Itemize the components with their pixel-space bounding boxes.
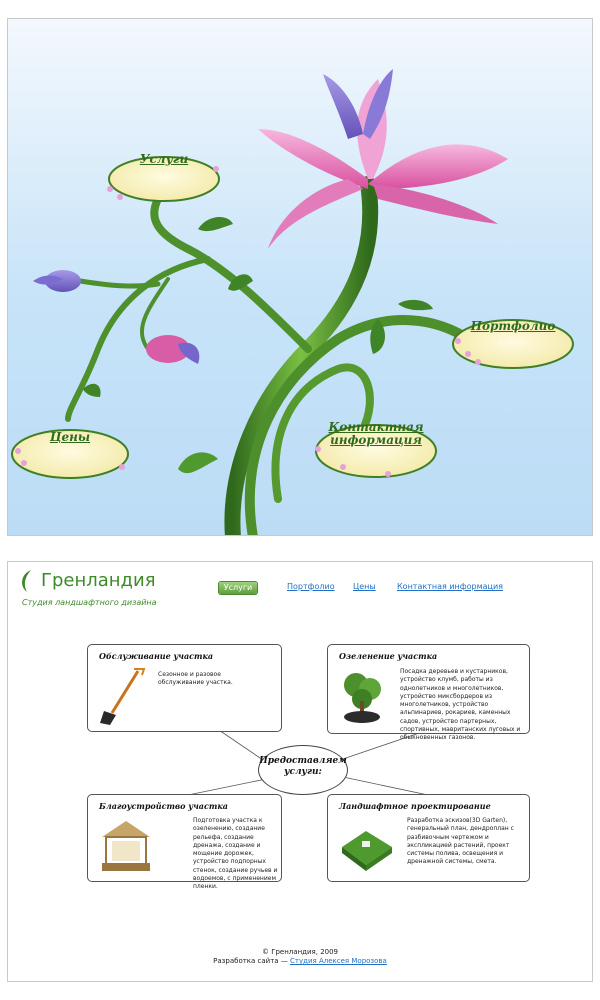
card-title: Благоустройство участка [99,801,228,811]
pink-flower [258,69,508,249]
hero-menu-contacts[interactable]: Контактная информация [328,420,424,447]
card-text: Разработка эскизов(3D Garten), генеральн… [407,817,514,866]
gazebo-icon [102,821,150,871]
service-card-improvement: Благоустройство участка Подготовка участ… [87,794,282,890]
purple-bud [45,270,81,292]
shovel-icon [100,668,146,725]
services-center-label: Предоставляем услуги: [259,756,347,777]
services-page: Гренландия Студия ландшафтного дизайна У… [7,561,593,982]
nav-item-portfolio[interactable]: Портфолио [287,582,335,591]
nav-item-ceny[interactable]: Цены [353,582,376,591]
hero-banner: Услуги Цены Портфолио Контактная информа… [7,18,593,536]
service-card-maintenance: Обслуживание участка Сезонное и разовое … [87,644,282,732]
bonsai-icon [344,673,381,723]
footer-dev-prefix: Разработка сайта — [213,957,291,965]
nav-item-contacts[interactable]: Контактная информация [397,582,503,591]
card-title: Озеленение участка [339,651,438,661]
service-card-design: Ландшафтное проектирование Разработка эс… [327,794,530,882]
hero-menu-uslugi[interactable]: Услуги [139,152,189,166]
footer-copyright: © Гренландия, 2009 [261,948,339,956]
pink-bud [146,335,190,363]
card-title: Обслуживание участка [99,651,214,661]
service-card-greening: Озеленение участка Посадка деревьев и ку… [327,644,530,741]
card-title: Ландшафтное проектирование [339,801,491,811]
garden-model-icon [342,831,392,871]
card-text: Посадка деревьев и кустарников, устройст… [400,668,521,742]
hero-menu-portfolio[interactable]: Портфолио [470,319,556,333]
card-text: Подготовка участка к озеленению, создани… [193,817,278,891]
flower-illustration [11,69,574,535]
footer-dev: Разработка сайта — Студия Алексея Морозо… [8,957,592,965]
card-text: Сезонное и разовое обслуживание участка. [158,671,233,687]
nav-item-uslugi[interactable]: Услуги [219,582,257,594]
logo-name: Гренландия [41,570,156,591]
services-center-oval: Предоставляем услуги: [258,745,348,795]
footer-dev-link[interactable]: Студия Алексея Морозова [290,957,387,965]
hero-menu-ceny[interactable]: Цены [49,430,91,444]
leaf-logo-icon [22,570,31,592]
logo-tagline: Студия ландшафтного дизайна [22,598,157,607]
